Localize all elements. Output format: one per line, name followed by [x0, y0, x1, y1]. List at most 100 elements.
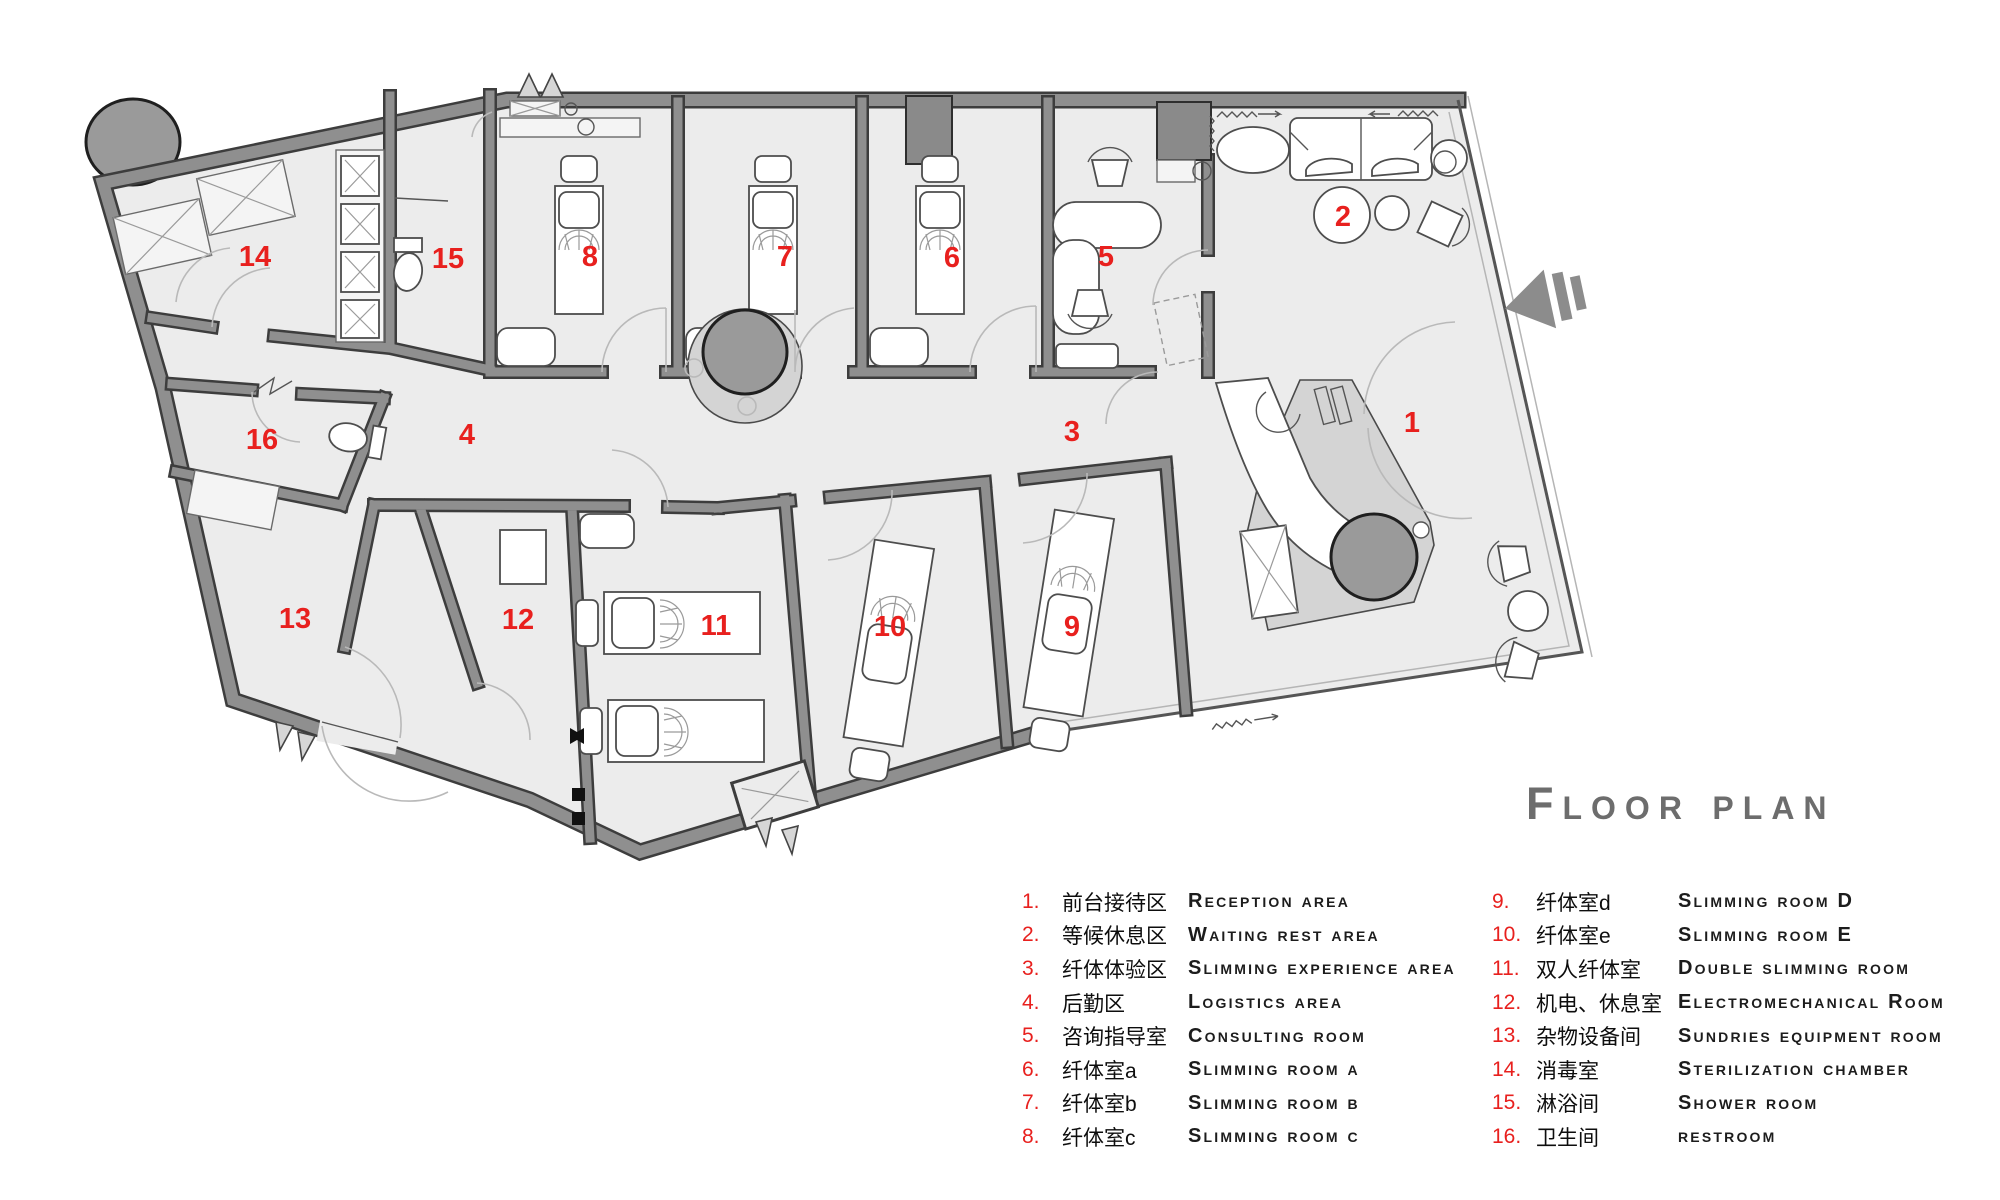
- room-label-2: 2: [1335, 201, 1351, 233]
- legend-name-chinese: 杂物设备间: [1536, 1026, 1641, 1050]
- legend-name-english: Electromechanical Room: [1678, 991, 1945, 1014]
- legend-name-chinese: 纤体室a: [1062, 1059, 1137, 1083]
- legend-name-chinese: 咨询指导室: [1062, 1026, 1167, 1050]
- legend-name-chinese: 后勤区: [1062, 992, 1125, 1016]
- legend-number: 12.: [1492, 990, 1522, 1014]
- legend-name-english: Slimming experience area: [1188, 957, 1456, 980]
- legend-number: 11.: [1492, 956, 1520, 980]
- legend-name-chinese: 纤体室c: [1062, 1126, 1136, 1150]
- room5-desk: [1052, 146, 1210, 369]
- legend-name-chinese: 前台接待区: [1062, 891, 1167, 915]
- legend-number: 6.: [1022, 1057, 1040, 1081]
- room-label-15: 15: [432, 243, 464, 275]
- legend-number: 4.: [1022, 990, 1040, 1014]
- right-seating: [1487, 540, 1549, 683]
- legend-name-chinese: 机电、休息室: [1536, 992, 1662, 1016]
- room-label-8: 8: [582, 241, 598, 273]
- outer-walls: [92, 91, 1593, 862]
- legend-number: 9.: [1492, 889, 1510, 913]
- legend-number: 1.: [1022, 889, 1040, 913]
- legend-name-chinese: 卫生间: [1536, 1126, 1599, 1150]
- legend-item: 4. 后勤区 Logistics area: [1022, 986, 1484, 1020]
- room-label-6: 6: [944, 242, 960, 274]
- legend-name-english: Reception area: [1188, 890, 1351, 913]
- entrance-arrow-icon: [1504, 269, 1587, 329]
- room-label-16: 16: [246, 424, 278, 456]
- exit-door-leaf: [321, 721, 399, 743]
- room-labels: 1 2 3 4 5 6 7 8 9 10 11 12 13 14 15 16: [239, 201, 1420, 643]
- room-label-9: 9: [1064, 611, 1080, 643]
- room-label-3: 3: [1064, 416, 1080, 448]
- top-vestibule: [499, 100, 641, 138]
- door-arcs: [175, 111, 1473, 802]
- sink-strip: [335, 149, 385, 343]
- sofa-icon: [1289, 117, 1433, 181]
- legend-name-chinese: 消毒室: [1536, 1059, 1599, 1083]
- column-reception: [1329, 512, 1419, 602]
- shaft-cabinet: [1156, 159, 1196, 183]
- legend-item: 7. 纤体室b Slimming room b: [1022, 1087, 1484, 1121]
- room-label-5: 5: [1098, 241, 1114, 273]
- shaft-circle: [1192, 161, 1212, 181]
- bed-icon-room6: [915, 155, 965, 315]
- door-markers: [570, 728, 585, 825]
- room-label-1: 1: [1404, 407, 1420, 439]
- legend-item: 12. 机电、休息室 Electromechanical Room: [1492, 986, 1992, 1020]
- room-label-10: 10: [874, 611, 906, 643]
- north-triangles-icon: [516, 72, 565, 98]
- legend-name-english: Slimming room E: [1678, 923, 1853, 946]
- room15-toilet-icon: [392, 197, 449, 292]
- legend-name-chinese: 淋浴间: [1536, 1093, 1599, 1117]
- legend-name-chinese: 双人纤体室: [1536, 958, 1641, 982]
- room-label-14: 14: [239, 241, 271, 273]
- room-label-13: 13: [279, 603, 311, 635]
- waiting-area-furniture: [1216, 117, 1471, 248]
- bed-icon-room10: [842, 538, 936, 783]
- legend-number: 14.: [1492, 1057, 1522, 1081]
- legend-item: 14. 消毒室 Sterilization chamber: [1492, 1053, 1992, 1087]
- legend-number: 10.: [1492, 923, 1522, 947]
- round-table-icon: [1313, 186, 1371, 244]
- bottom-exit: [729, 759, 821, 857]
- legend-name-english: Double slimming room: [1678, 957, 1911, 980]
- legend-name-english: Sterilization chamber: [1678, 1058, 1911, 1081]
- legend-name-english: Logistics area: [1188, 991, 1344, 1014]
- room12-seat: [579, 513, 635, 549]
- room14-closets: [112, 158, 296, 276]
- bed-icon-room9: [1022, 508, 1116, 753]
- room12-cabinet: [499, 529, 547, 585]
- column-corridor: [684, 308, 803, 424]
- legend-number: 5.: [1022, 1024, 1040, 1048]
- bottom-left-triangles: [275, 720, 317, 763]
- legend-name-chinese: 纤体室b: [1062, 1093, 1137, 1117]
- bed-icon-room8: [554, 155, 604, 315]
- room16-toilet-icon: [328, 422, 388, 461]
- window-zigzags: [1209, 110, 1439, 731]
- legend-name-english: restroom: [1678, 1125, 1777, 1148]
- legend-name-chinese: 等候休息区: [1062, 925, 1167, 949]
- room16-door-zigzag: [253, 376, 293, 396]
- legend-name-english: Slimming room D: [1678, 890, 1855, 913]
- legend-number: 7.: [1022, 1091, 1040, 1115]
- seat-room6: [869, 327, 929, 367]
- legend-number: 8.: [1022, 1124, 1040, 1148]
- reception-desk: [1214, 377, 1435, 631]
- legend-number: 2.: [1022, 923, 1040, 947]
- shaft-block: [1156, 101, 1212, 161]
- room-label-4: 4: [459, 419, 475, 451]
- legend-name-english: Slimming room b: [1188, 1091, 1360, 1114]
- seat-room8: [496, 327, 556, 367]
- interior-walls: [144, 88, 1215, 846]
